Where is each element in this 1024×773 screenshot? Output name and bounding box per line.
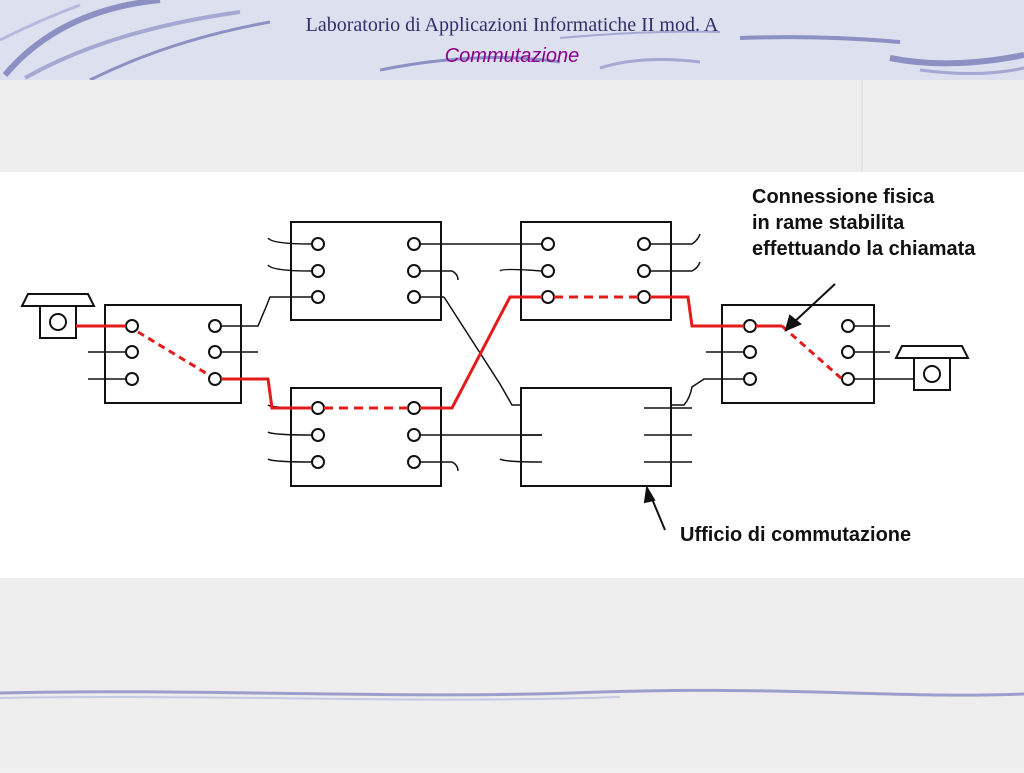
- switch-contacts: [125, 237, 855, 469]
- switching-office: [520, 387, 672, 487]
- connection-annotation-line-1: Connessione fisica: [752, 186, 935, 208]
- course-title: Laboratorio di Applicazioni Informatiche…: [305, 14, 719, 36]
- slide-topic: Commutazione: [444, 45, 580, 67]
- right-telephone-icon: [894, 345, 970, 391]
- local-switch-left: [104, 304, 242, 404]
- office-annotation: Ufficio di commutazione: [680, 524, 912, 546]
- left-telephone-icon: [20, 293, 96, 339]
- switch-lower-left: [290, 387, 442, 487]
- bottom-brush-stroke: [0, 688, 1024, 697]
- switching-diagram: [20, 221, 970, 531]
- connection-annotation-line-3: effettuando la chiamata: [752, 238, 976, 260]
- connection-annotation-line-2: in rame stabilita: [752, 212, 905, 234]
- local-switch-right: [721, 304, 875, 404]
- connection-annotation: Connessione fisica in rame stabilita eff…: [752, 184, 975, 262]
- active-call-path: [76, 295, 843, 410]
- diagram-panel: Connessione fisica in rame stabilita eff…: [0, 172, 1024, 578]
- header-band: Laboratorio di Applicazioni Informatiche…: [0, 0, 1024, 82]
- annotation-arrows: [643, 283, 836, 531]
- header-decoration: [0, 0, 1024, 82]
